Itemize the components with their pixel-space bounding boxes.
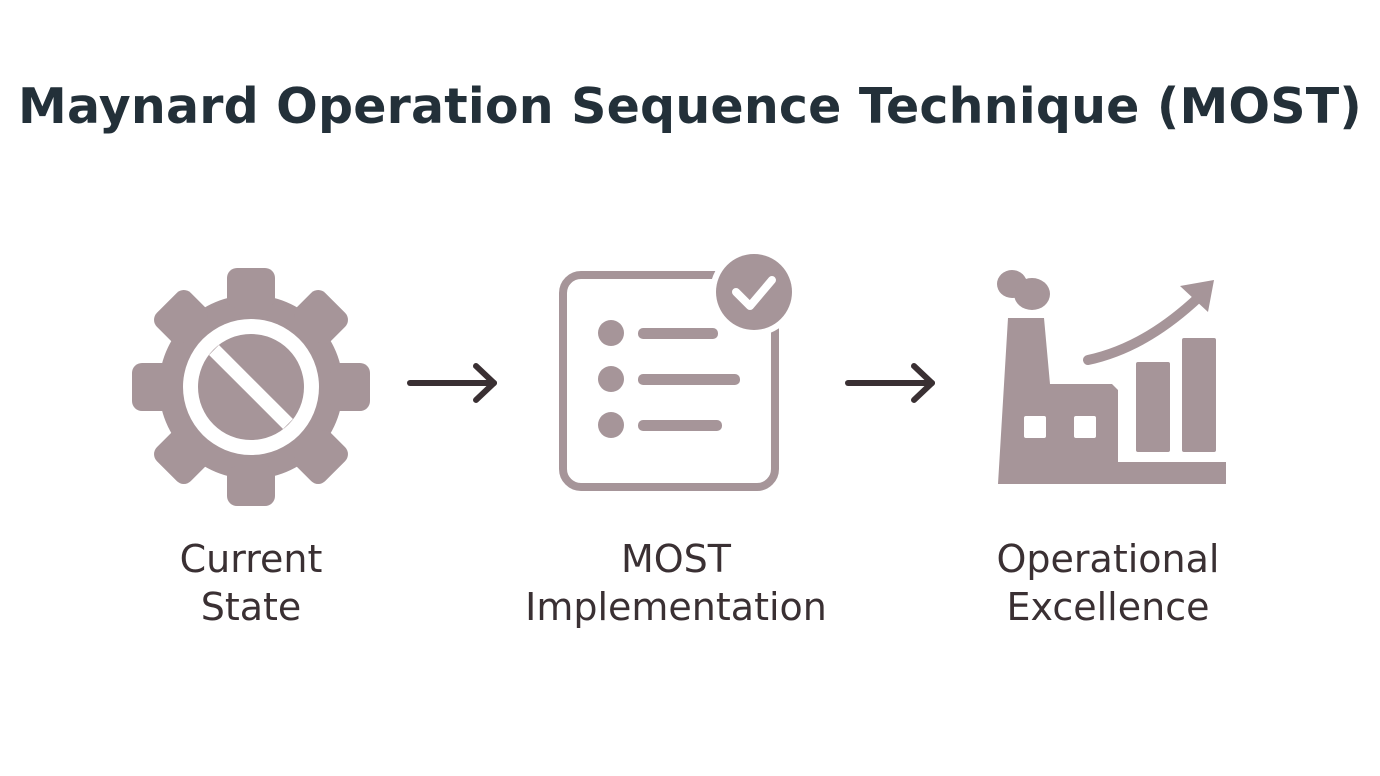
gear-with-prohibition-icon xyxy=(130,266,372,508)
step-label-line: Current xyxy=(179,537,323,581)
right-arrow-icon xyxy=(406,360,502,406)
page-title: Maynard Operation Sequence Technique (MO… xyxy=(18,78,1362,135)
checklist-with-checkmark-icon xyxy=(556,246,802,494)
step-label-operational-excellence: Operational Excellence xyxy=(972,535,1244,631)
step-label-line: Operational xyxy=(996,537,1220,581)
step-label-most-implementation: MOST Implementation xyxy=(500,535,852,631)
right-arrow-icon xyxy=(844,360,940,406)
step-label-line: Implementation xyxy=(525,585,827,629)
step-label-line: Excellence xyxy=(1006,585,1210,629)
step-label-line: MOST xyxy=(620,537,732,581)
step-label-current-state: Current State xyxy=(130,535,372,631)
factory-with-growth-chart-icon xyxy=(994,266,1230,488)
step-label-line: State xyxy=(200,585,302,629)
